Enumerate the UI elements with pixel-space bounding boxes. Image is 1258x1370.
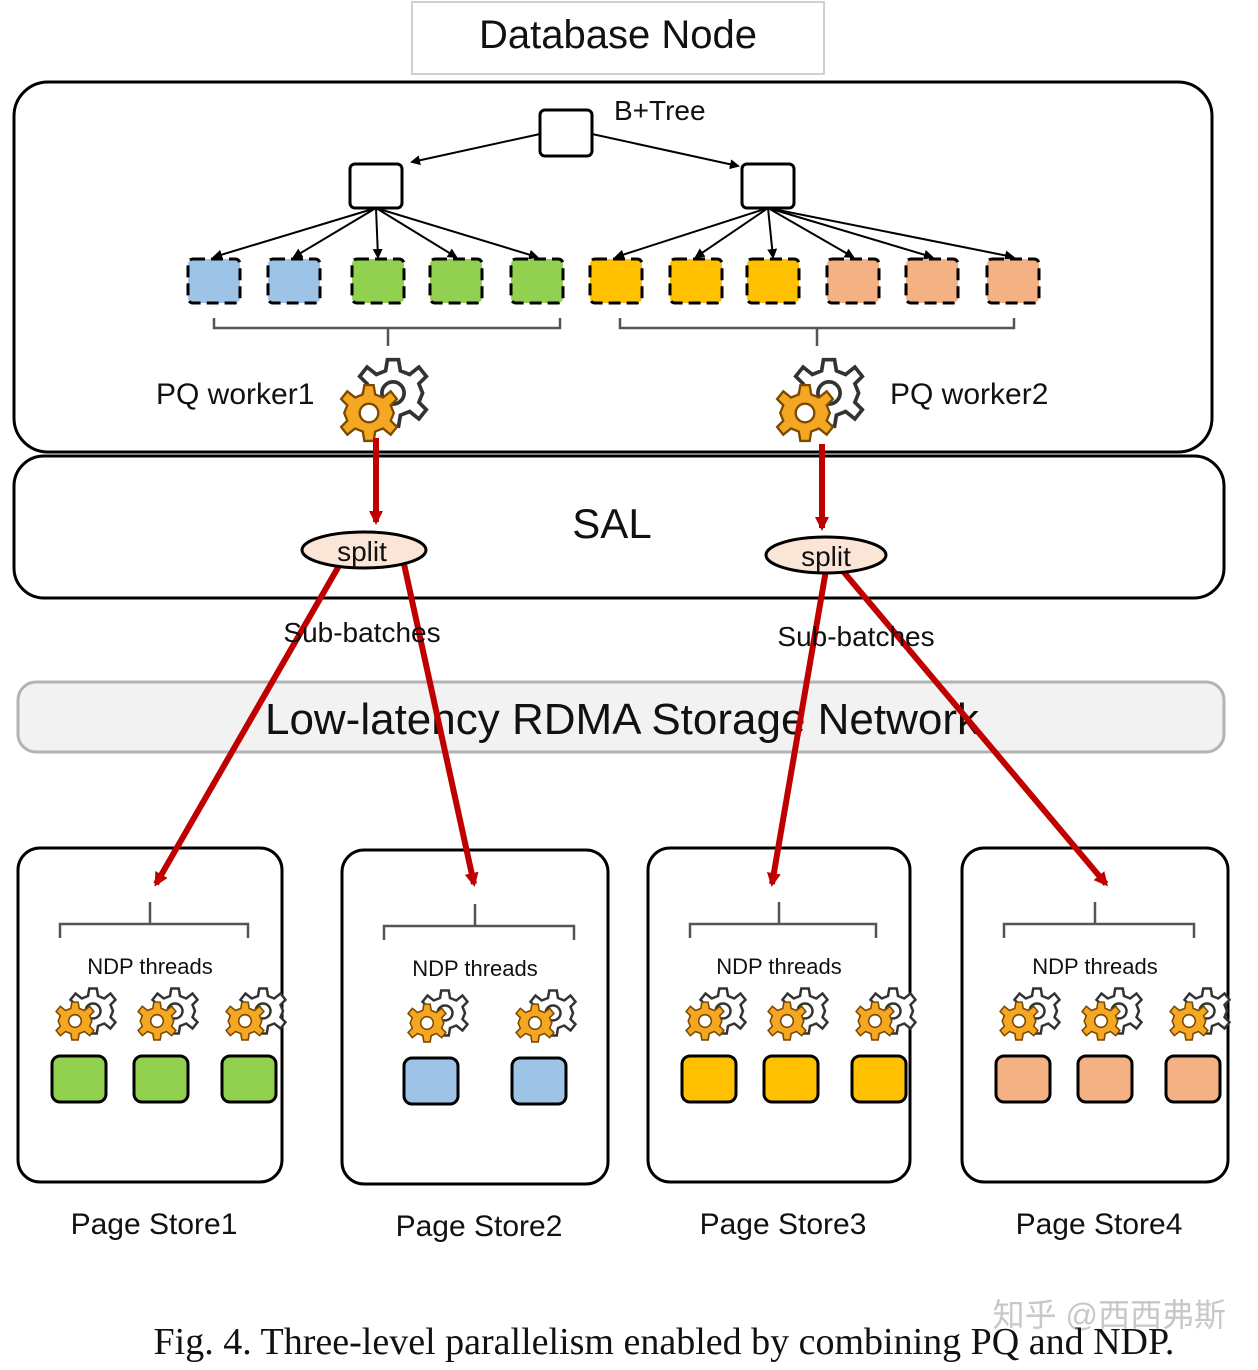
db-node-title: Database Node (479, 13, 757, 57)
ndp-threads-label: NDP threads (412, 956, 538, 981)
sub-batches-label-1: Sub-batches (283, 617, 440, 648)
leaf-edges (212, 207, 1015, 261)
network-label: Low-latency RDMA Storage Network (265, 695, 980, 744)
leaf-edge-4 (375, 207, 458, 259)
split-label-1: split (337, 536, 387, 567)
page-store-label: Page Store2 (396, 1210, 563, 1243)
leaf-edge-8 (767, 207, 778, 259)
leaf-edge-10 (767, 207, 934, 260)
arrow-split1-to-store2 (401, 563, 479, 887)
store-page-1 (680, 1054, 738, 1104)
leaf-edge-6 (614, 207, 769, 260)
store-page-2 (1076, 1054, 1134, 1104)
leaf-page-9 (825, 257, 881, 305)
store-page-3 (1164, 1054, 1222, 1104)
ndp-brace (1002, 902, 1196, 938)
store-page-2 (132, 1054, 190, 1104)
store-page-1 (402, 1056, 460, 1106)
split-node-1 (300, 530, 428, 570)
arrow-split2-to-store3 (766, 569, 829, 887)
edge-root-right (591, 133, 740, 170)
split-node-2 (764, 535, 888, 575)
store-page-2 (510, 1056, 568, 1106)
btree-internal-node-left (348, 162, 404, 210)
store-page-1 (50, 1054, 108, 1104)
leaf-page-7 (668, 257, 724, 305)
leaf-page-10 (904, 257, 960, 305)
leaf-page-5 (509, 257, 565, 305)
ndp-threads-label: NDP threads (1032, 954, 1158, 979)
sub-batches-label-2: Sub-batches (777, 621, 934, 652)
leaf-edge-1 (212, 207, 377, 260)
leaf-page-2 (266, 257, 322, 305)
brace-worker1 (212, 318, 562, 346)
store-page-2 (762, 1054, 820, 1104)
leaf-page-4 (428, 257, 484, 305)
ndp-brace (382, 904, 576, 940)
brace-worker2 (618, 318, 1016, 346)
store-page-3 (850, 1054, 908, 1104)
leaf-edge-5 (375, 207, 539, 260)
arrow-split1-to-store1 (153, 562, 343, 887)
leaf-edge-7 (694, 207, 769, 259)
pq-worker1-label: PQ worker1 (156, 378, 314, 411)
watermark-text: 知乎 @西西弗斯 (993, 1297, 1226, 1333)
store-page-3 (220, 1054, 278, 1104)
btree-root-node (538, 108, 594, 158)
leaf-page-6 (588, 257, 644, 305)
leaf-page-1 (186, 257, 242, 305)
ndp-brace (688, 902, 878, 938)
leaf-pages (186, 257, 1041, 305)
ndp-threads-label: NDP threads (87, 954, 213, 979)
store-page-1 (994, 1054, 1052, 1104)
leaf-page-11 (985, 257, 1041, 305)
leaf-edge-11 (767, 207, 1015, 261)
leaf-page-8 (745, 257, 801, 305)
leaf-edge-3 (372, 207, 383, 259)
btree-label: B+Tree (614, 95, 706, 126)
red-arrows (153, 438, 1109, 887)
pq-worker2-label: PQ worker2 (890, 378, 1048, 411)
ndp-threads-label: NDP threads (716, 954, 842, 979)
leaf-edge-2 (292, 207, 377, 259)
page-store-label: Page Store3 (700, 1208, 867, 1241)
leaf-edge-9 (767, 207, 855, 258)
db-node-header-box (411, 1, 825, 75)
sal-label: SAL (572, 500, 651, 547)
page-store-label: Page Store1 (71, 1208, 238, 1241)
split-label-2: split (801, 541, 851, 572)
page-store-label: Page Store4 (1016, 1208, 1183, 1241)
rdma-network-bar (16, 680, 1226, 754)
ndp-brace (58, 902, 250, 938)
figure-caption: Fig. 4. Three-level parallelism enabled … (154, 1321, 1175, 1363)
btree-internal-node-right (740, 162, 796, 210)
edge-root-left (410, 133, 541, 166)
arrow-split2-to-store4 (839, 568, 1109, 887)
leaf-page-3 (350, 257, 406, 305)
